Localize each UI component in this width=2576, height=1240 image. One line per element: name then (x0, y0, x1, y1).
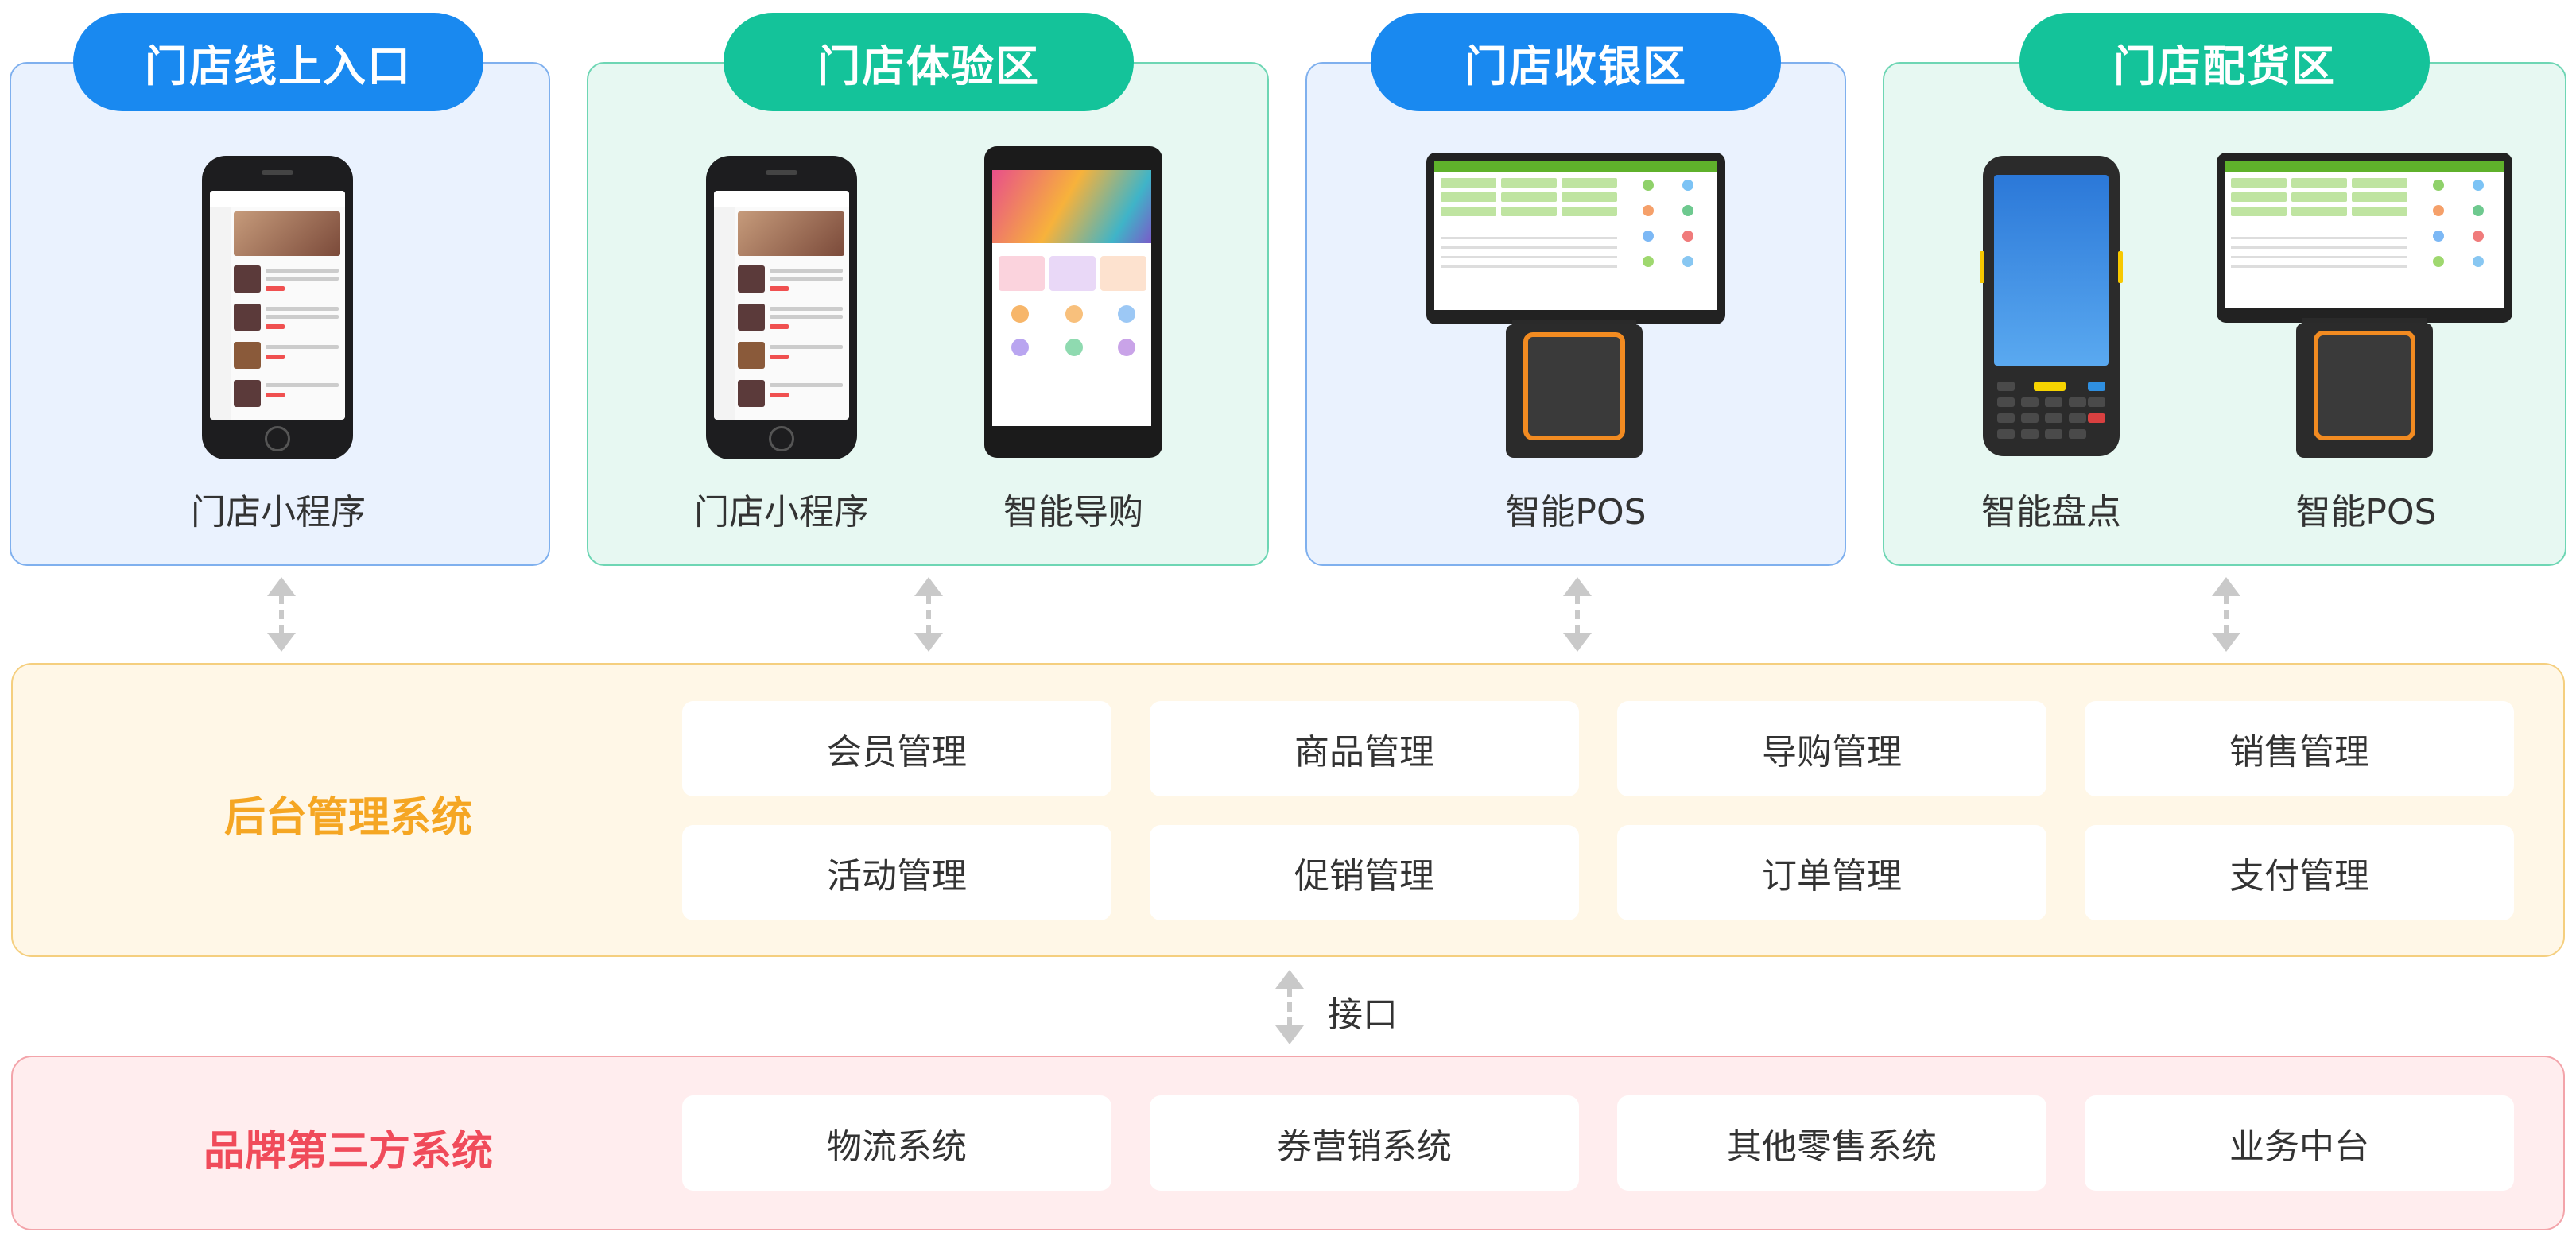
handheld-scanner-icon (1980, 156, 2123, 456)
device-label-smart-guide: 智能导购 (1003, 492, 1143, 533)
pos-terminal-icon (2217, 153, 2512, 323)
brand-item-coupon-marketing: 券营销系统 (1150, 1095, 1579, 1191)
device-label-smart-inventory: 智能盘点 (1981, 492, 2121, 533)
backend-item-member: 会员管理 (682, 701, 1111, 796)
pos-printer-base (1506, 324, 1643, 458)
brand-item-business-middle-platform: 业务中台 (2085, 1095, 2514, 1191)
device-label-mini-program: 门店小程序 (191, 492, 366, 533)
bidirectional-arrow-icon (2210, 577, 2242, 652)
pos-printer-base (2296, 323, 2433, 458)
backend-system-title: 后台管理系统 (223, 794, 472, 842)
backend-item-order: 订单管理 (1617, 825, 2046, 920)
smartphone-icon (706, 156, 857, 459)
bidirectional-arrow-icon (913, 577, 945, 652)
device-label-mini-program: 门店小程序 (694, 492, 869, 533)
brand-third-party-title: 品牌第三方系统 (203, 1128, 493, 1176)
pos-terminal-icon (1426, 153, 1725, 324)
zone-checkout-title: 门店收银区 (1371, 13, 1781, 111)
zone-experience-title: 门店体验区 (724, 13, 1134, 111)
bidirectional-arrow-icon (266, 577, 297, 652)
brand-item-logistics: 物流系统 (682, 1095, 1111, 1191)
backend-item-product: 商品管理 (1150, 701, 1579, 796)
tablet-icon (984, 146, 1162, 458)
backend-item-promotion: 促销管理 (1150, 825, 1579, 920)
smartphone-icon (202, 156, 353, 459)
zone-online-entry-title: 门店线上入口 (73, 13, 483, 111)
backend-item-sales: 销售管理 (2085, 701, 2514, 796)
brand-item-other-retail: 其他零售系统 (1617, 1095, 2046, 1191)
backend-item-campaign: 活动管理 (682, 825, 1111, 920)
zone-distribution-title: 门店配货区 (2019, 13, 2430, 111)
device-label-smart-pos: 智能POS (2295, 492, 2437, 533)
backend-item-guide: 导购管理 (1617, 701, 2046, 796)
bidirectional-arrow-icon (1274, 970, 1305, 1044)
backend-item-payment: 支付管理 (2085, 825, 2514, 920)
interface-label: 接口 (1328, 994, 1398, 1035)
bidirectional-arrow-icon (1562, 577, 1593, 652)
device-label-smart-pos: 智能POS (1505, 492, 1647, 533)
